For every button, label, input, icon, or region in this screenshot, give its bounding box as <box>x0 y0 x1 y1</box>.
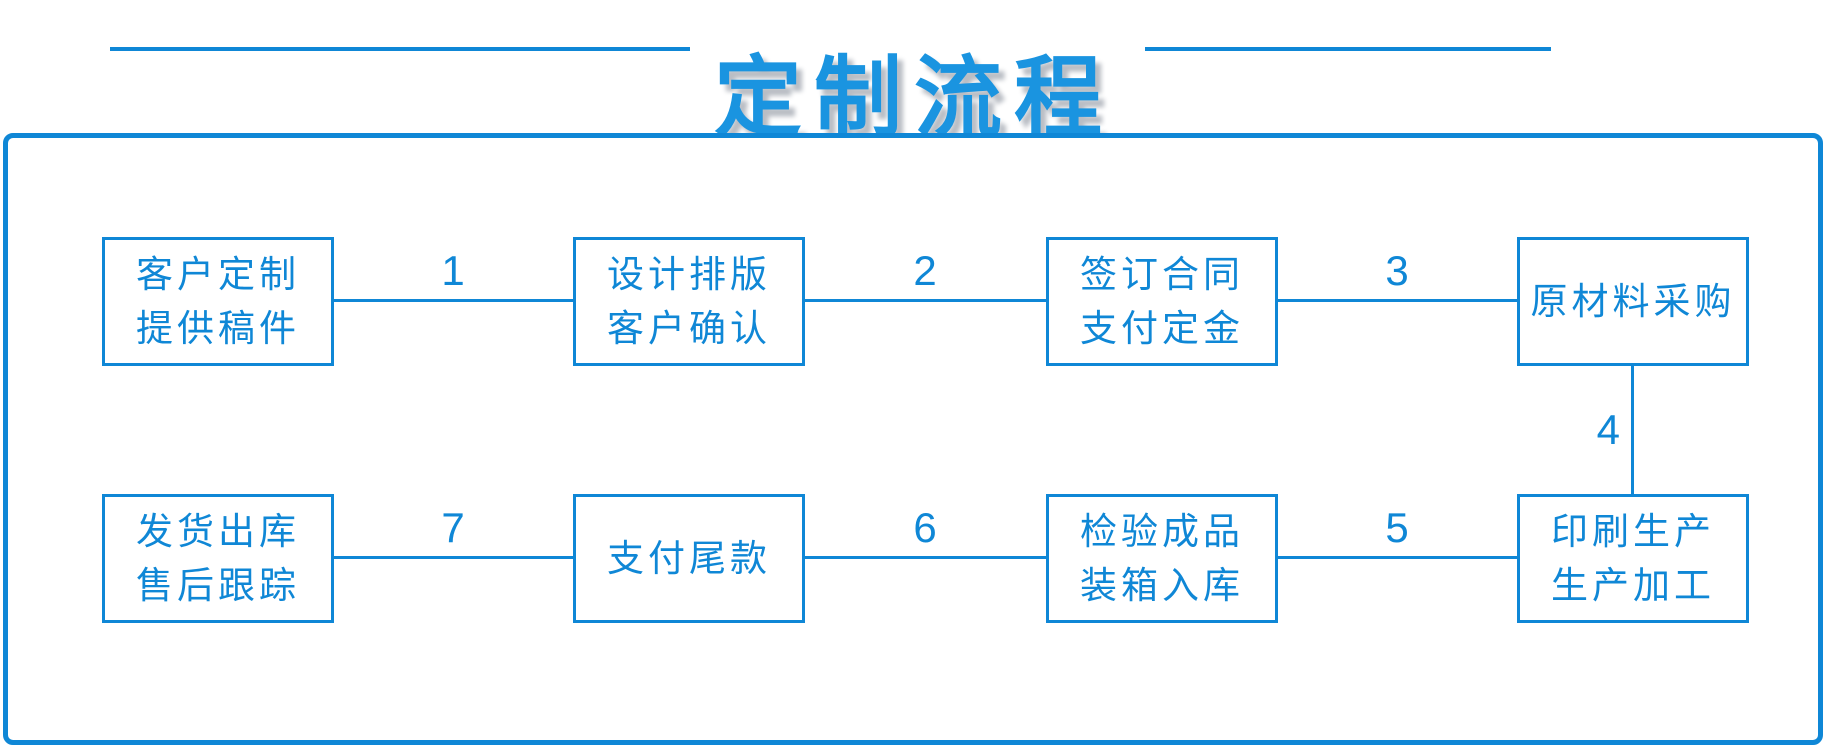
box-label-line: 检验成品 <box>1080 510 1244 552</box>
box-label-line: 售后跟踪 <box>136 564 300 606</box>
connector-line-1 <box>334 299 573 302</box>
flow-box-final-payment: 支付尾款 <box>573 494 805 623</box>
step-number-2: 2 <box>913 247 937 294</box>
box-label-line: 设计排版 <box>607 253 771 295</box>
box-label-line: 发货出库 <box>136 510 300 552</box>
box-label-line: 生产加工 <box>1551 564 1715 606</box>
flow-box-inspection-warehouse: 检验成品 装箱入库 <box>1046 494 1278 623</box>
box-label-line: 提供稿件 <box>136 307 300 349</box>
flow-box-design-confirm: 设计排版 客户确认 <box>573 237 805 366</box>
flow-box-customer-draft: 客户定制 提供稿件 <box>102 237 334 366</box>
step-number-7: 7 <box>441 504 465 551</box>
box-label-line: 装箱入库 <box>1080 564 1244 606</box>
flow-box-printing-processing: 印刷生产 生产加工 <box>1517 494 1749 623</box>
connector-line-2 <box>805 299 1046 302</box>
step-number-1: 1 <box>441 247 465 294</box>
flow-box-material-purchase: 原材料采购 <box>1517 237 1749 366</box>
step-number-4: 4 <box>1596 406 1620 453</box>
box-label-line: 印刷生产 <box>1551 510 1715 552</box>
connector-line-3 <box>1278 299 1517 302</box>
step-number-3: 3 <box>1385 247 1409 294</box>
box-label-line: 签订合同 <box>1080 253 1244 295</box>
box-label-line: 客户定制 <box>136 253 300 295</box>
title-left-rule <box>110 47 690 51</box>
box-label-line: 原材料采购 <box>1530 280 1736 322</box>
flowchart-frame <box>3 133 1823 745</box>
connector-line-7 <box>334 556 573 559</box>
box-label-line: 支付尾款 <box>607 537 771 579</box>
connector-line-6 <box>805 556 1046 559</box>
flow-box-contract-deposit: 签订合同 支付定金 <box>1046 237 1278 366</box>
title-right-rule <box>1145 47 1551 51</box>
flow-box-shipping-aftersale: 发货出库 售后跟踪 <box>102 494 334 623</box>
page-title: 定制流程 <box>713 47 1114 147</box>
step-number-5: 5 <box>1385 504 1409 551</box>
step-number-6: 6 <box>913 504 937 551</box>
connector-line-5 <box>1278 556 1517 559</box>
box-label-line: 支付定金 <box>1080 307 1244 349</box>
box-label-line: 客户确认 <box>607 307 771 349</box>
connector-line-4 <box>1631 366 1634 494</box>
